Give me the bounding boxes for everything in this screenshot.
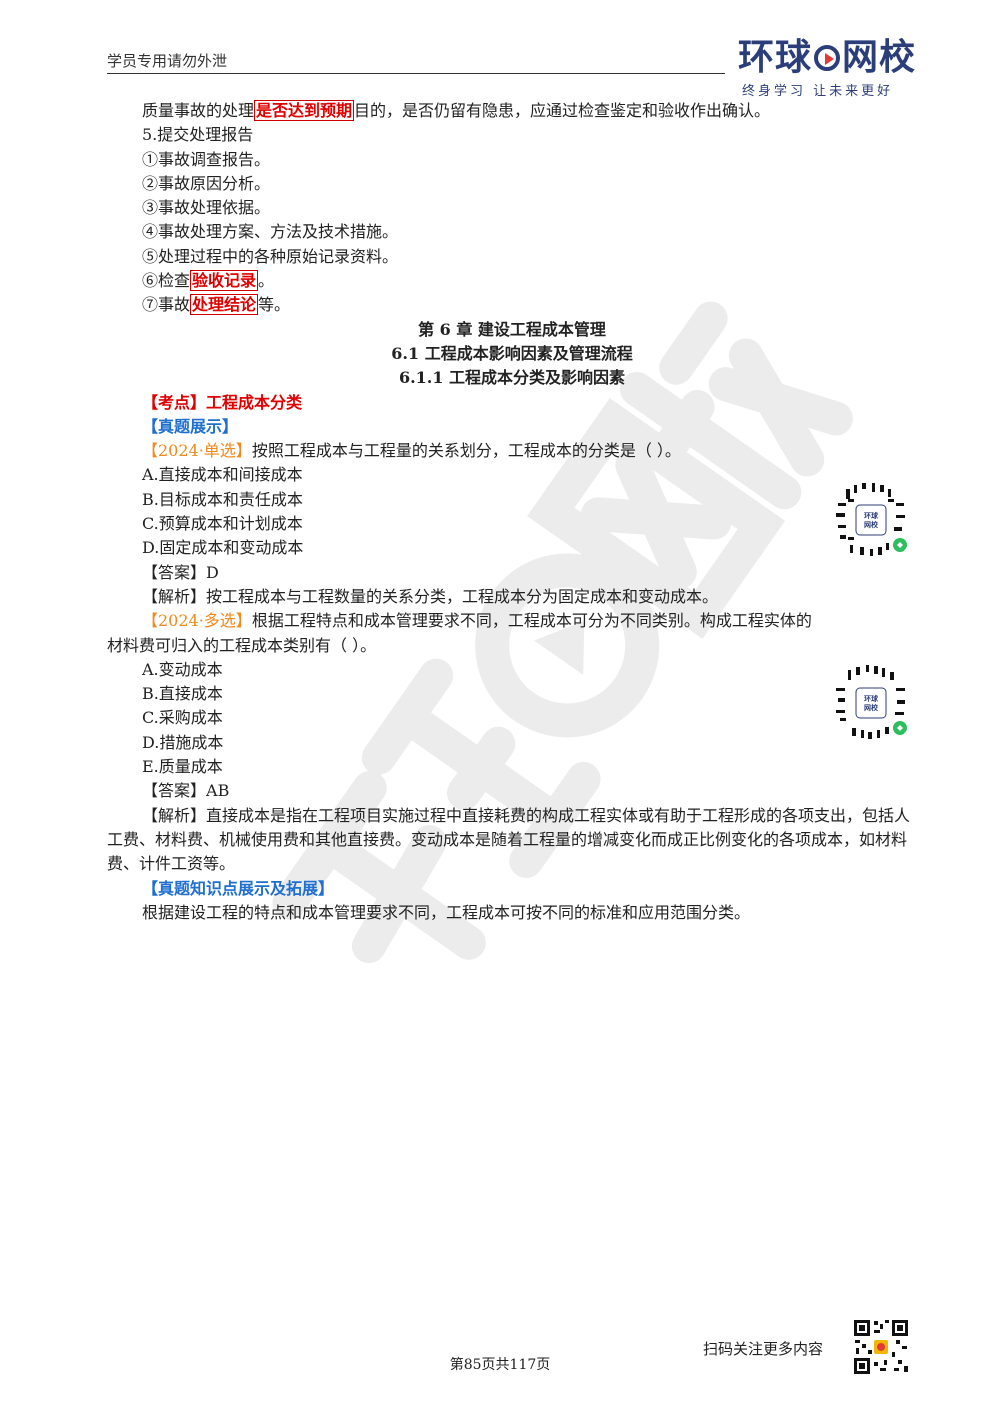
- option: B.目标成本和责任成本: [142, 489, 303, 509]
- option: B.直接成本: [142, 684, 223, 704]
- svg-text:网校: 网校: [864, 520, 879, 529]
- chapter-title: 第 6 章 建设工程成本管理: [418, 319, 606, 339]
- footer-qr-code[interactable]: [852, 1318, 910, 1376]
- question-2-continued: 材料费可归入的工程成本类别有（ ）。: [107, 635, 377, 655]
- brand-logo: 环球 网校 终身学习 让未来更好: [738, 37, 918, 100]
- option: D.固定成本和变动成本: [142, 538, 304, 558]
- svg-text:网校: 网校: [864, 703, 879, 712]
- play-icon: [814, 45, 841, 71]
- list-item: ⑦事故处理结论等。: [142, 294, 291, 316]
- answer: 【答案】AB: [142, 781, 230, 801]
- svg-text:环球: 环球: [864, 694, 879, 703]
- scan-prompt: 扫码关注更多内容: [703, 1340, 824, 1358]
- list-item: ③事故处理依据。: [142, 198, 271, 218]
- list-item: ①事故调查报告。: [142, 149, 271, 169]
- subsection-title: 6.1.1 工程成本分类及影响因素: [398, 368, 626, 388]
- highlight-box: 处理结论: [190, 294, 259, 316]
- kaodian-heading: 【考点】工程成本分类: [142, 392, 303, 412]
- document-body: 质量事故的处理是否达到预期目的，是否仍留有隐患，应通过检查鉴定和验收作出确认。 …: [107, 99, 917, 925]
- analysis: 【解析】直接成本是指在工程项目实施过程中直接耗费的构成工程实体或有助于工程形成的…: [107, 805, 911, 874]
- confidential-notice: 学员专用请勿外泄: [107, 52, 228, 70]
- highlight-box: 是否达到预期: [254, 100, 355, 121]
- list-item: ②事故原因分析。: [142, 173, 271, 193]
- logo-wordmark: 环球 网校: [738, 37, 917, 78]
- question-1: 【2024·单选】按照工程成本与工程量的关系划分，工程成本的分类是（ ）。: [142, 441, 681, 461]
- section-title: 6.1 工程成本影响因素及管理流程: [391, 343, 633, 363]
- list-item: ④事故处理方案、方法及技术措施。: [142, 222, 399, 242]
- list-item: ⑤处理过程中的各种原始记录资料。: [142, 246, 399, 266]
- page-number: 第85页共117页: [449, 1357, 551, 1373]
- option: C.采购成本: [142, 708, 223, 728]
- question-2: 【2024·多选】根据工程特点和成本管理要求不同，工程成本可分为不同类别。构成工…: [142, 611, 812, 631]
- analysis: 【解析】按工程成本与工程数量的关系分类，工程成本分为固定成本和变动成本。: [142, 586, 719, 606]
- list-item: ⑥检查验收记录。: [142, 270, 275, 292]
- header-divider: [107, 73, 725, 74]
- answer: 【答案】D: [142, 562, 219, 582]
- highlight-box: 验收记录: [190, 270, 259, 292]
- mini-program-qr-code[interactable]: 环球 网校: [826, 475, 916, 565]
- option: A.变动成本: [142, 659, 223, 679]
- logo-slogan: 终身学习 让未来更好: [742, 84, 894, 99]
- option: E.质量成本: [142, 757, 223, 777]
- paragraph: 质量事故的处理是否达到预期目的，是否仍留有隐患，应通过检查鉴定和验收作出确认。: [142, 100, 771, 121]
- question-tag: 【2024·多选】: [142, 611, 252, 631]
- svg-text:环球: 环球: [864, 511, 879, 520]
- knowledge-heading: 【真题知识点展示及拓展】: [142, 878, 335, 898]
- mini-program-qr-code[interactable]: 环球 网校: [826, 658, 916, 748]
- zhenti-heading: 【真题展示】: [142, 416, 239, 436]
- question-tag: 【2024·单选】: [142, 441, 252, 461]
- option: A.直接成本和间接成本: [142, 465, 303, 485]
- option: C.预算成本和计划成本: [142, 514, 303, 534]
- option: D.措施成本: [142, 732, 224, 752]
- step-heading: 5.提交处理报告: [142, 125, 254, 145]
- knowledge-text: 根据建设工程的特点和成本管理要求不同，工程成本可按不同的标准和应用范围分类。: [142, 902, 751, 922]
